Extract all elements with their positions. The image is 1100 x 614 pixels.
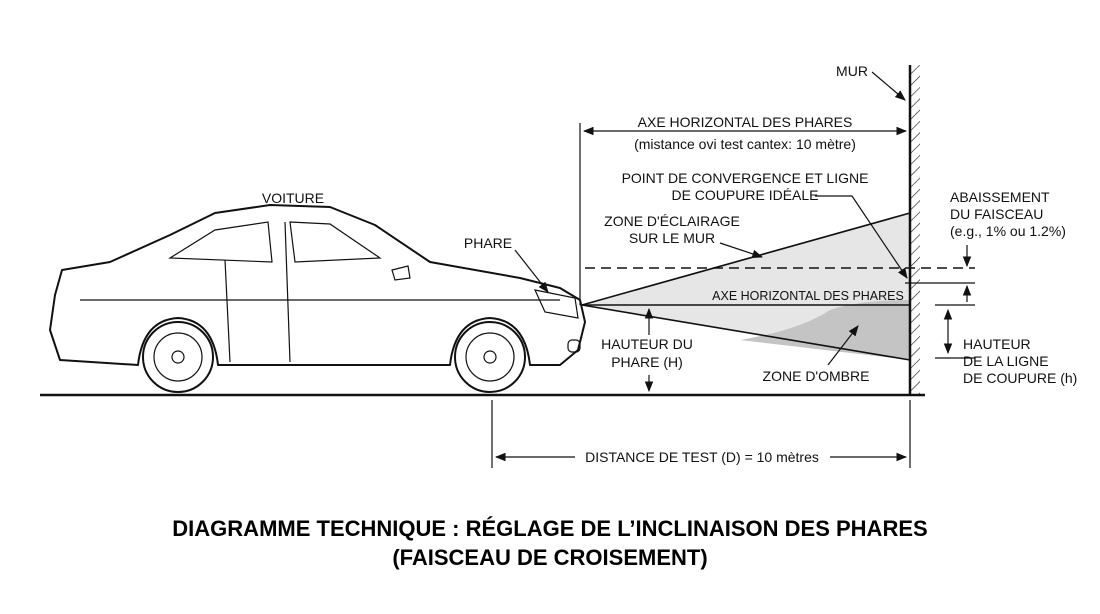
beam-axis-label: AXE HORIZONTAL DES PHARES [712, 289, 904, 303]
headlight-height-label-line1: HAUTEUR DU [601, 336, 693, 352]
wall-leader-arrow [871, 71, 906, 101]
cutoff-height-label-line1: HAUTEUR [963, 336, 1031, 352]
convergence-label-line2: DE COUPURE IDÉALE [671, 187, 818, 203]
beam-lower-edge [581, 304, 911, 361]
lowering-label-line1: ABAISSEMENT [950, 189, 1050, 205]
top-axis-label: AXE HORIZONTAL DES PHARES [638, 114, 853, 130]
lit-zone-label-line1: ZONE D'ÉCLAIRAGE [604, 213, 740, 229]
shadow-zone-area [740, 300, 910, 360]
lowering-label-line2: DU FAISCEAU [950, 206, 1043, 222]
cutoff-height-label-line3: DE COUPURE (h) [963, 370, 1077, 386]
wall-hatching [910, 65, 920, 395]
cutoff-height-label-line2: DE LA LIGNE [963, 353, 1049, 369]
shadow-zone-label: ZONE D'OMBRE [763, 368, 870, 384]
convergence-leader-arrow [815, 195, 908, 279]
headlight-leader-arrow [514, 249, 549, 293]
convergence-label-line1: POINT DE CONVERGENCE ET LIGNE [622, 170, 869, 186]
test-distance-label: DISTANCE DE TEST (D) = 10 mètres [585, 449, 819, 465]
lowering-label-line3: (e.g., 1% ou 1.2%) [950, 223, 1066, 239]
shadow-zone-leader-arrow [827, 325, 859, 366]
headlight-height-label-line2: PHARE (H) [611, 354, 683, 370]
headlight-label: PHARE [464, 235, 512, 251]
top-axis-sublabel: (mistance ovi test cantex: 10 mètre) [634, 136, 856, 152]
beam-upper-edge [581, 212, 911, 306]
lit-zone-leader-arrow [719, 242, 764, 259]
car-illustration [49, 204, 586, 393]
lit-zone-label-line2: SUR LE MUR [629, 230, 715, 246]
wall-label: MUR [836, 63, 868, 79]
diagram-title-line1: DIAGRAMME TECHNIQUE : RÉGLAGE DE L’INCLI… [172, 516, 927, 541]
car-label: VOITURE [262, 190, 324, 206]
diagram-title-line2: (FAISCEAU DE CROISEMENT) [392, 545, 707, 570]
